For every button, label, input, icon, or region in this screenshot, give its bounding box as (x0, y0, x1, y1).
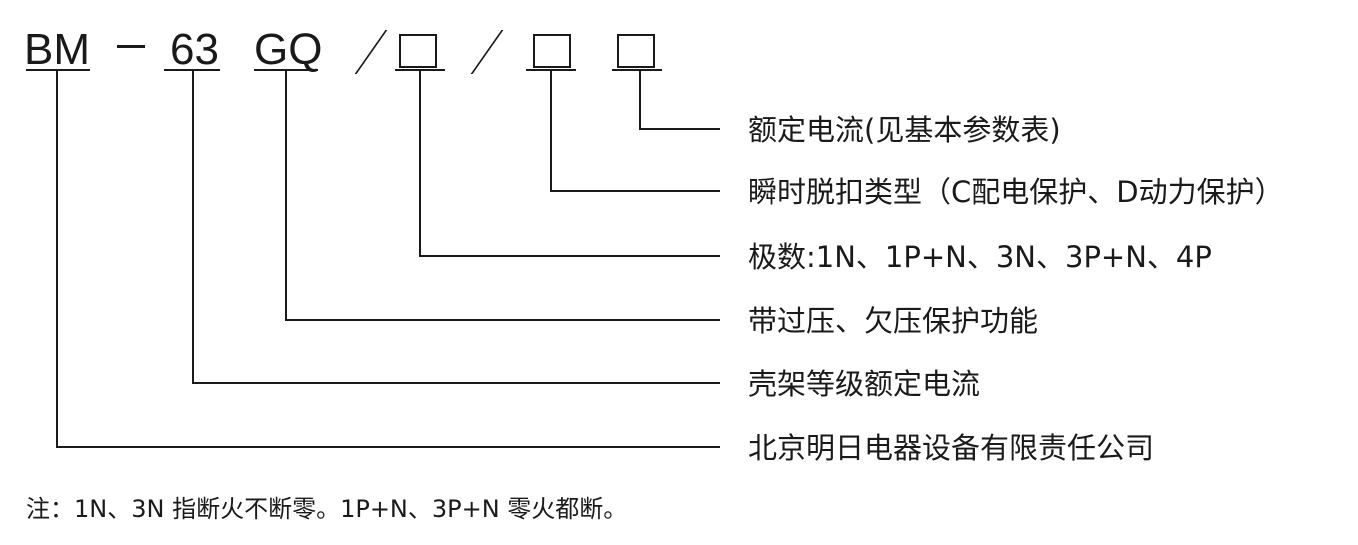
leader-trip-type (550, 70, 720, 192)
code-box-rated-current (617, 34, 655, 68)
leader-brand (56, 70, 720, 448)
code-box-trip-type (533, 34, 571, 68)
leader-poles (419, 70, 720, 257)
leader-frame-current (192, 70, 720, 384)
footnote: 注：1N、3N 指断火不断零。1P+N、3P+N 零火都断。 (26, 495, 628, 523)
desc-manufacturer: 北京明日电器设备有限责任公司 (748, 431, 1155, 465)
code-dash (117, 45, 145, 48)
desc-frame-current: 壳架等级额定电流 (748, 367, 981, 401)
code-box-poles (399, 34, 437, 68)
desc-trip-type: 瞬时脱扣类型（C配电保护、D动力保护） (748, 175, 1284, 209)
leader-rated-current (639, 70, 720, 130)
desc-function: 带过压、欠压保护功能 (748, 304, 1039, 338)
underline-rated-current (612, 69, 662, 71)
desc-rated-current: 额定电流(见基本参数表) (748, 113, 1061, 147)
code-frame-current: 63 (170, 25, 219, 74)
leader-function (285, 70, 720, 321)
code-function: GQ (254, 25, 323, 74)
code-brand: BM (24, 25, 90, 74)
desc-poles: 极数:1N、1P+N、3N、3P+N、4P (748, 240, 1212, 274)
